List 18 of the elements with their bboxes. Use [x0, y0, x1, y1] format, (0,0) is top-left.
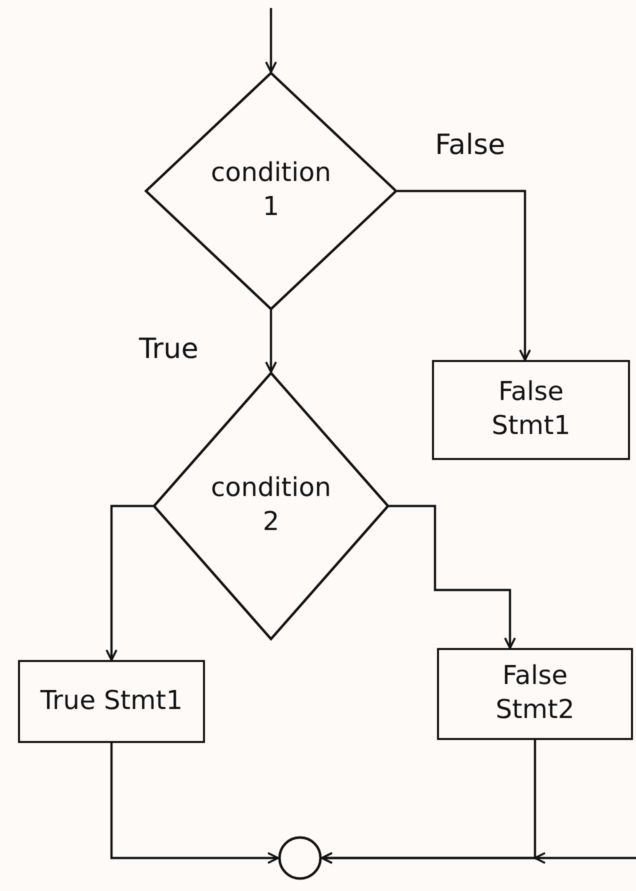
decision-diamond	[153, 372, 389, 640]
node-text: False Stmt2	[494, 660, 576, 727]
arrow	[265, 8, 277, 73]
process-box	[437, 648, 633, 740]
node-text: condition 1	[210, 157, 332, 224]
arrow	[265, 310, 277, 373]
process-box	[432, 360, 630, 460]
decision-diamond	[145, 72, 397, 310]
node-text: False Stmt1	[490, 376, 572, 443]
arrow	[322, 852, 636, 864]
arrow	[389, 504, 516, 649]
arrow	[106, 504, 153, 661]
process-box	[18, 660, 205, 743]
node-text: True Stmt1	[39, 684, 184, 718]
node-text: condition 2	[210, 472, 332, 539]
arrow	[397, 190, 531, 361]
arrow	[110, 743, 279, 864]
connector-circle	[278, 836, 322, 880]
